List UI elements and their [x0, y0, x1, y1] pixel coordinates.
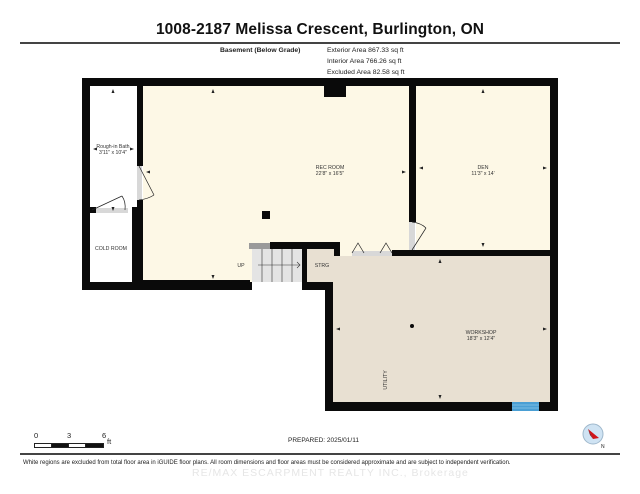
room-label-bath: Rough-in Bath [96, 144, 129, 150]
den-floor [416, 86, 550, 250]
room-label-workshop: WORKSHOP [466, 330, 497, 336]
exterior-area: Exterior Area 867.33 sq ft [327, 47, 404, 54]
cold-room-floor [90, 213, 132, 275]
room-dims-rec-room: 22'8" x 16'5" [316, 171, 345, 177]
header-divider [20, 42, 620, 44]
room-label-rec-room: REC ROOM [316, 165, 345, 171]
svg-text:N: N [601, 444, 605, 450]
page-title: 1008-2187 Melissa Crescent, Burlington, … [155, 21, 485, 38]
compass-icon: N [582, 423, 605, 450]
footer-divider [20, 453, 620, 455]
room-dims-bath: 3'11" x 10'4" [99, 150, 127, 156]
scale-unit: ft [107, 437, 112, 446]
stairs-label: UP [237, 263, 245, 269]
room-label-cold-room: COLD ROOM [95, 246, 127, 252]
brokerage-watermark: RE/MAX ESCARPMENT REALTY INC., Brokerage [192, 467, 469, 479]
support-post [410, 324, 414, 328]
room-label-strg: STRG [315, 263, 329, 269]
scale-tick-0: 0 [34, 431, 39, 440]
stair-landing [249, 243, 270, 249]
floor-label: Basement (Below Grade) [220, 47, 301, 54]
dimension-markers [93, 89, 547, 399]
room-dims-den: 11'3" x 14' [471, 171, 494, 177]
workshop-floor [307, 249, 550, 402]
scale-tick-6: 6 [102, 431, 107, 440]
stairs [252, 249, 305, 282]
room-dims-workshop: 18'3" x 12'4" [467, 336, 496, 342]
scale-tick-3: 3 [67, 431, 72, 440]
doors [91, 165, 427, 256]
room-label-utility: UTILITY [383, 370, 389, 390]
room-label-den: DEN [478, 165, 489, 171]
interior-area: Interior Area 766.26 sq ft [327, 58, 402, 65]
disclaimer-text: White regions are excluded from total fl… [23, 460, 511, 466]
excluded-area: Excluded Area 82.58 sq ft [327, 69, 405, 76]
window [512, 402, 539, 411]
walls [82, 78, 558, 411]
rough-in-bath-floor [90, 86, 137, 207]
prepared-date: PREPARED: 2025/01/11 [288, 437, 359, 444]
